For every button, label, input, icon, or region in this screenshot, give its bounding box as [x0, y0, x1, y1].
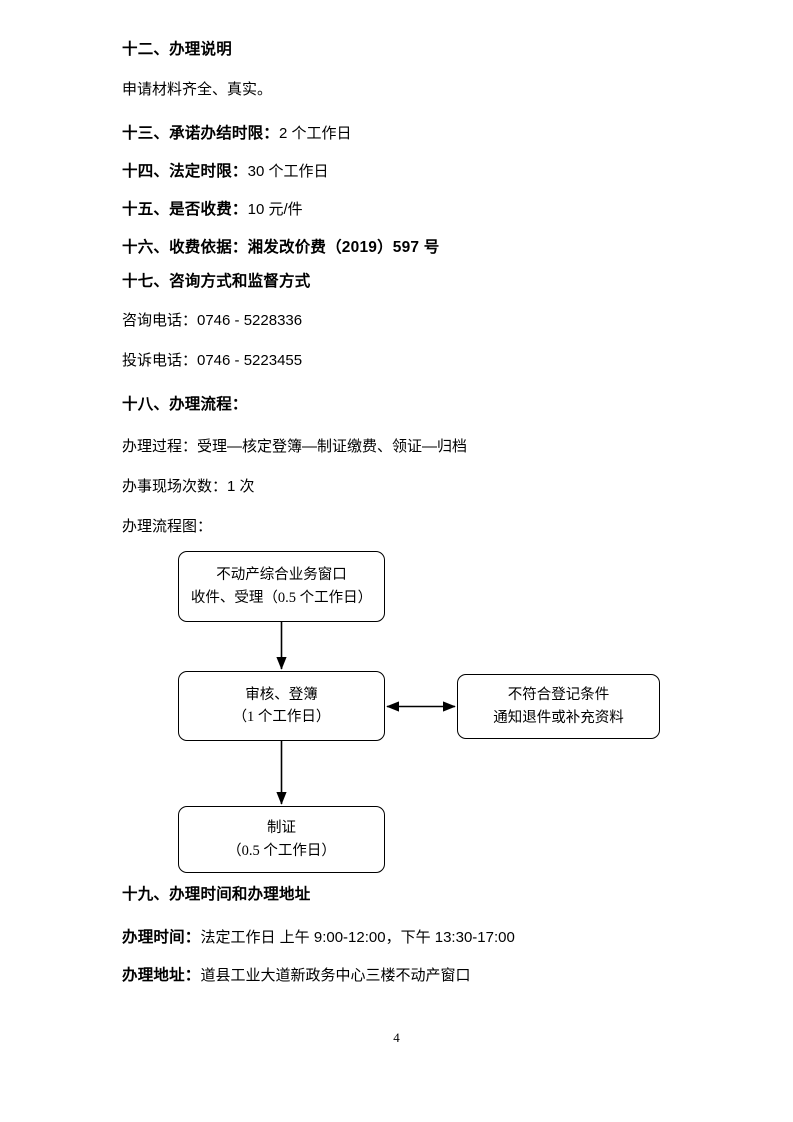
onsite-visits: 办事现场次数：1 次 — [122, 478, 255, 495]
section-value-14: 30 个工作日 — [247, 163, 329, 180]
section-label-16: 十六、收费依据： — [122, 239, 248, 256]
section-row-19b: 办理地址：道县工业大道新政务中心三楼不动产窗口 — [122, 963, 471, 985]
section-body-12: 申请材料齐全、真实。 — [122, 81, 273, 98]
page-number: 4 — [393, 1030, 400, 1045]
flow-node-certificate: 制证 （0.5 个工作日） — [178, 806, 385, 873]
section-heading-19: 十九、办理时间和办理地址 — [122, 886, 311, 903]
flow-node-reception: 不动产综合业务窗口 收件、受理（0.5 个工作日） — [178, 551, 385, 622]
section-row-15: 十五、是否收费：10 元/件 — [122, 197, 303, 219]
section-value-13: 2 个工作日 — [279, 125, 352, 142]
section-heading-12: 十二、办理说明 — [122, 41, 232, 58]
flow-node-review-line1: 审核、登簿 — [245, 686, 318, 703]
flow-node-certificate-line1: 制证 — [267, 820, 296, 837]
consultation-phone: 咨询电话：0746 - 5228336 — [122, 312, 303, 329]
office-address-value: 道县工业大道新政务中心三楼不动产窗口 — [200, 967, 471, 984]
flow-node-reception-line1: 不动产综合业务窗口 — [216, 567, 347, 584]
section-label-15: 十五、是否收费： — [122, 201, 248, 218]
flow-node-review: 审核、登簿 （1 个工作日） — [178, 671, 385, 741]
section-value-15: 10 元/件 — [247, 201, 303, 218]
flow-node-rejection-line1: 不符合登记条件 — [507, 687, 610, 704]
flow-node-reception-line2: 收件、受理（0.5 个工作日） — [190, 589, 373, 606]
section-row-14: 十四、法定时限：30 个工作日 — [122, 159, 328, 181]
flowchart: 不动产综合业务窗口 收件、受理（0.5 个工作日） 审核、登簿 （1 个工作日）… — [0, 510, 793, 890]
section-row-19a: 办理时间：法定工作日 上午 9:00-12:00，下午 13:30-17:00 — [122, 925, 515, 947]
section-label-14: 十四、法定时限： — [122, 163, 248, 180]
office-address-label: 办理地址： — [122, 967, 201, 984]
complaint-phone: 投诉电话：0746 - 5223455 — [122, 352, 303, 369]
flow-node-rejection: 不符合登记条件 通知退件或补充资料 — [457, 674, 660, 739]
section-heading-18: 十八、办理流程： — [122, 396, 248, 413]
section-row-16: 十六、收费依据：湘发改价费（2019）597 号 — [122, 235, 439, 257]
flow-node-review-line2: （1 个工作日） — [232, 709, 331, 725]
office-hours-value: 法定工作日 上午 9:00-12:00，下午 13:30-17:00 — [200, 929, 515, 946]
section-label-13: 十三、承诺办结时限： — [122, 125, 280, 142]
section-heading-17: 十七、咨询方式和监督方式 — [122, 273, 311, 290]
flow-node-rejection-line2: 通知退件或补充资料 — [493, 709, 624, 726]
flow-node-certificate-line2: （0.5 个工作日） — [227, 842, 336, 859]
flowchart-connectors — [276, 622, 456, 805]
flowchart-caption: 办理流程图： — [122, 518, 213, 535]
section-row-13: 十三、承诺办结时限：2 个工作日 — [122, 121, 352, 143]
process-steps: 办理过程：受理—核定登簿—制证缴费、领证—归档 — [122, 438, 468, 455]
office-hours-label: 办理时间： — [122, 929, 201, 946]
section-value-16: 湘发改价费（2019）597 号 — [247, 239, 440, 256]
